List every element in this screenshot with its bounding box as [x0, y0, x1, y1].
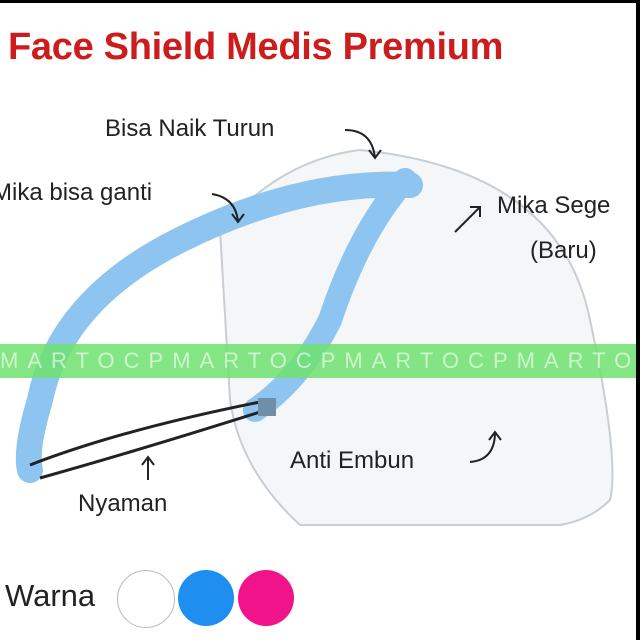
- arrow-icon: [454, 206, 481, 233]
- arrow-icon: [344, 129, 382, 160]
- arrow-icon: [141, 455, 155, 480]
- frame-border: [636, 0, 640, 640]
- watermark-band: MARTOCPMARTOCPMARTOCPMARTOCPMARTOCPM: [0, 344, 636, 378]
- frame-border: [0, 0, 640, 3]
- label-anti-fog: Anti Embun: [290, 447, 415, 474]
- arrow-icon: [469, 430, 502, 463]
- headband-strap: [243, 168, 417, 422]
- label-comfort: Nyaman: [78, 490, 168, 517]
- product-title: Face Shield Medis Premium: [8, 26, 504, 68]
- elastic-cord: [29, 400, 261, 480]
- cord-lock: [258, 398, 276, 416]
- color-swatch-pink: [238, 570, 294, 626]
- arrow-icon: [211, 193, 245, 224]
- color-swatch-blue: [178, 570, 234, 626]
- label-adjustable: Bisa Naik Turun: [105, 115, 275, 142]
- colors-label: Warna: [5, 578, 96, 613]
- label-new-visor-sub: (Baru): [530, 237, 597, 264]
- label-new-visor: Mika Sege: [497, 192, 611, 219]
- color-swatch-white: [117, 570, 175, 628]
- label-replaceable: Mika bisa ganti: [0, 179, 153, 206]
- headband-strap: [15, 171, 423, 483]
